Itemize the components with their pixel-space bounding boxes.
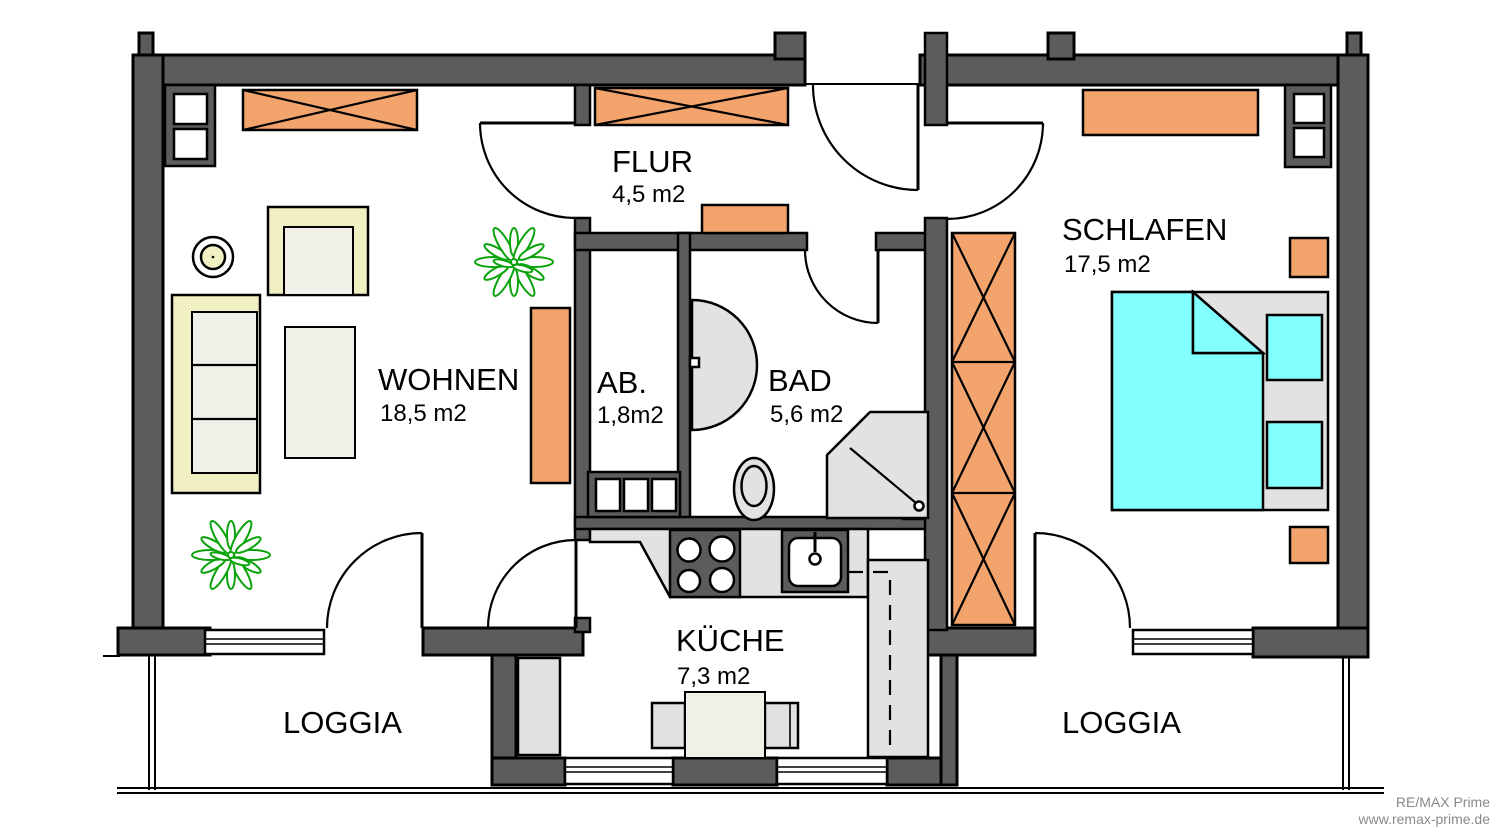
area-flur: 4,5 m2	[612, 181, 685, 208]
wall-schlafen-top-stub	[923, 31, 949, 127]
bedroom-wardrobe	[950, 231, 1017, 627]
door-entrance	[811, 84, 920, 192]
label-kueche: KÜCHE	[676, 623, 785, 658]
plant-icon	[474, 224, 554, 300]
plant-icon	[191, 517, 271, 593]
wall-stub-3	[1046, 31, 1076, 61]
label-flur: FLUR	[612, 144, 693, 179]
coffee-table	[284, 326, 356, 459]
wall-kueche-bottom-pillar	[671, 756, 779, 787]
door-wohnen-loggia	[325, 531, 424, 629]
shower	[825, 410, 930, 520]
hall-cabinet	[700, 203, 790, 235]
windows	[203, 628, 1255, 786]
hall-wardrobe	[593, 86, 790, 127]
label-wohnen: WOHNEN	[378, 362, 519, 397]
loggia-outlines	[103, 655, 1384, 794]
bathroom-sink	[688, 298, 759, 432]
window-kueche-left	[563, 756, 675, 786]
wall-stub-2	[773, 31, 807, 61]
door-schlafen-loggia	[1033, 531, 1132, 629]
wall-schlafen-bottom-left	[923, 626, 1037, 657]
stove	[668, 528, 742, 599]
nightstand-bottom	[1288, 525, 1330, 565]
wall-wohnen-ab	[573, 216, 592, 542]
chair	[650, 701, 687, 750]
wall-left	[131, 53, 165, 632]
ab-shelf	[586, 470, 682, 519]
area-schlafen: 17,5 m2	[1064, 251, 1151, 278]
kitchen-table-set	[650, 691, 800, 759]
label-bad: BAD	[768, 363, 832, 398]
toilet	[732, 456, 776, 522]
furniture-schlafen	[950, 83, 1333, 627]
wall-right	[1336, 53, 1370, 659]
kitchen-sink	[780, 528, 850, 594]
wall-wohnen-bottom	[421, 626, 585, 657]
wall-wohnen-flur-top	[573, 83, 592, 127]
counter-dashed-outline	[848, 570, 892, 750]
doors	[325, 84, 1132, 629]
kitchen-table	[684, 691, 766, 759]
fixtures-kueche	[516, 527, 930, 759]
wall-kueche-left-stub	[490, 756, 567, 787]
furniture-flur	[593, 86, 790, 235]
nightstand-top	[1288, 236, 1330, 279]
area-kueche: 7,3 m2	[677, 663, 750, 690]
room-labels: WOHNEN 18,5 m2 FLUR 4,5 m2 AB. 1,8m2 BAD…	[283, 144, 1227, 740]
side-table	[191, 235, 235, 279]
bedroom-shelf	[1081, 88, 1260, 137]
kitchen-counter-right	[866, 558, 930, 759]
wall-top-right	[918, 53, 1370, 87]
shelf-unit	[163, 83, 217, 168]
label-schlafen: SCHLAFEN	[1062, 212, 1227, 247]
area-wohnen: 18,5 m2	[380, 400, 467, 427]
window-kueche-right	[775, 756, 889, 786]
double-bed	[1110, 289, 1330, 512]
watermark-brand: RE/MAX Prime	[1396, 794, 1490, 810]
watermark: RE/MAX Prime www.remax-prime.de	[1358, 794, 1491, 827]
wall-top-left	[131, 53, 807, 87]
wall-wohnen-pillar	[116, 626, 212, 657]
fixtures-bad	[688, 298, 930, 522]
blanket-fold	[1191, 289, 1267, 355]
radiator-wohnen	[529, 306, 572, 485]
window-wohnen-loggia	[203, 628, 326, 656]
shelf-unit	[1283, 83, 1333, 169]
door-wohnen-flur	[478, 121, 576, 220]
pillow	[1265, 420, 1324, 490]
area-ab: 1,8m2	[597, 402, 664, 429]
label-loggia-right: LOGGIA	[1062, 705, 1181, 740]
walls	[116, 31, 1370, 787]
sideboard	[241, 88, 419, 132]
door-schlafen	[946, 121, 1045, 221]
pillow	[1265, 313, 1324, 382]
wall-schlafen-bottom-right	[1251, 626, 1370, 659]
label-loggia-left: LOGGIA	[283, 705, 402, 740]
chair	[763, 701, 800, 750]
label-ab: AB.	[597, 365, 647, 400]
armchair	[266, 205, 370, 297]
area-bad: 5,6 m2	[770, 401, 843, 428]
furniture-wohnen	[163, 83, 572, 593]
door-bad	[803, 249, 880, 325]
door-wohnen-kueche	[486, 538, 578, 629]
watermark-url: www.remax-prime.de	[1358, 811, 1491, 827]
sofa	[170, 293, 262, 495]
kitchen-cabinet-left	[516, 656, 562, 757]
wall-loggia-right-left	[939, 653, 959, 787]
window-schlafen-loggia	[1131, 628, 1255, 656]
